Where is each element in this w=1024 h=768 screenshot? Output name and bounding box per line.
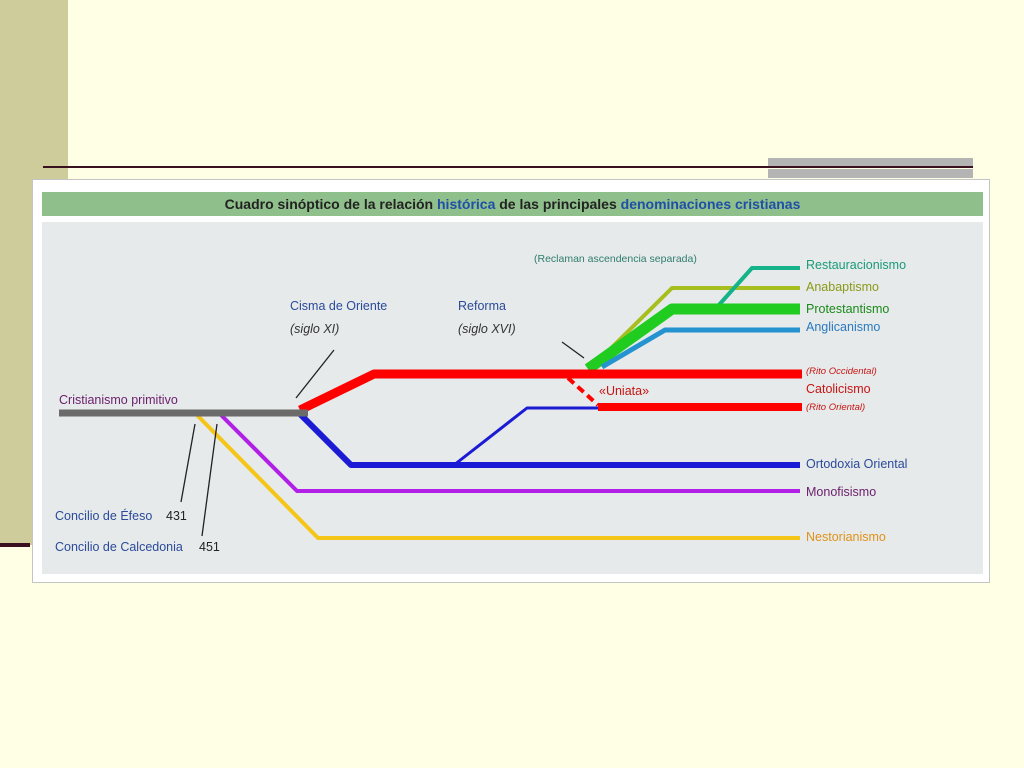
branch-label-anglicanismo: Anglicanismo	[806, 320, 880, 334]
orthodox-line	[297, 411, 800, 468]
branch-label-protestantismo: Protestantismo	[806, 302, 889, 316]
decorative-bar-upper	[768, 158, 973, 166]
decorative-bar-lower	[768, 169, 973, 178]
chalcedon-pointer	[201, 423, 218, 537]
reform-date-label: (siglo XVI)	[458, 322, 516, 336]
schism-date-label: (siglo XI)	[290, 322, 339, 336]
anglican-line	[600, 327, 800, 370]
orthodox-uniate-link	[453, 406, 600, 467]
protestant-line	[584, 303, 800, 374]
branch-label-rito-oriental: (Rito Oriental)	[806, 402, 865, 413]
uniata-label: «Uniata»	[599, 384, 649, 398]
title-part-2: histórica	[437, 196, 496, 212]
side-rule	[0, 543, 30, 547]
schism-pointer	[295, 349, 335, 399]
branch-label-nestorianismo: Nestorianismo	[806, 530, 886, 544]
ephesus-year-label: 431	[166, 509, 187, 523]
monophysite-line	[218, 412, 800, 493]
branch-label-monofisismo: Monofisismo	[806, 485, 876, 499]
separate-claim-label: (Reclaman ascendencia separada)	[534, 253, 697, 265]
ephesus-pointer	[180, 423, 196, 503]
chalcedon-year-label: 451	[199, 540, 220, 554]
branch-label-ortodoxia: Ortodoxia Oriental	[806, 457, 907, 471]
title-part-1: Cuadro sinóptico de la relación	[224, 196, 434, 212]
reform-label: Reforma	[458, 299, 506, 313]
title-part-4: denominaciones cristianas	[620, 196, 801, 212]
figure-body	[42, 222, 983, 574]
branch-label-rito-occidental: (Rito Occidental)	[806, 366, 877, 377]
figure-title: Cuadro sinóptico de la relación históric…	[42, 192, 983, 216]
chalcedon-name-label: Concilio de Calcedonia	[55, 540, 183, 554]
ephesus-name-label: Concilio de Éfeso	[55, 508, 152, 523]
restorationist-line	[716, 266, 800, 308]
uniate-dashed-link	[566, 376, 600, 407]
schism-label: Cisma de Oriente	[290, 299, 387, 313]
nestorian-line	[194, 412, 800, 540]
top-rule	[43, 166, 973, 168]
reform-pointer	[561, 341, 585, 359]
origin-label: Cristianismo primitivo	[59, 393, 178, 407]
anabaptist-line	[593, 286, 800, 366]
branch-label-restauracionismo: Restauracionismo	[806, 258, 906, 272]
catholic-line	[298, 369, 802, 415]
branch-label-catolicismo: Catolicismo	[806, 382, 871, 396]
branch-label-anabaptismo: Anabaptismo	[806, 280, 879, 294]
title-part-3: de las principales	[499, 196, 617, 212]
